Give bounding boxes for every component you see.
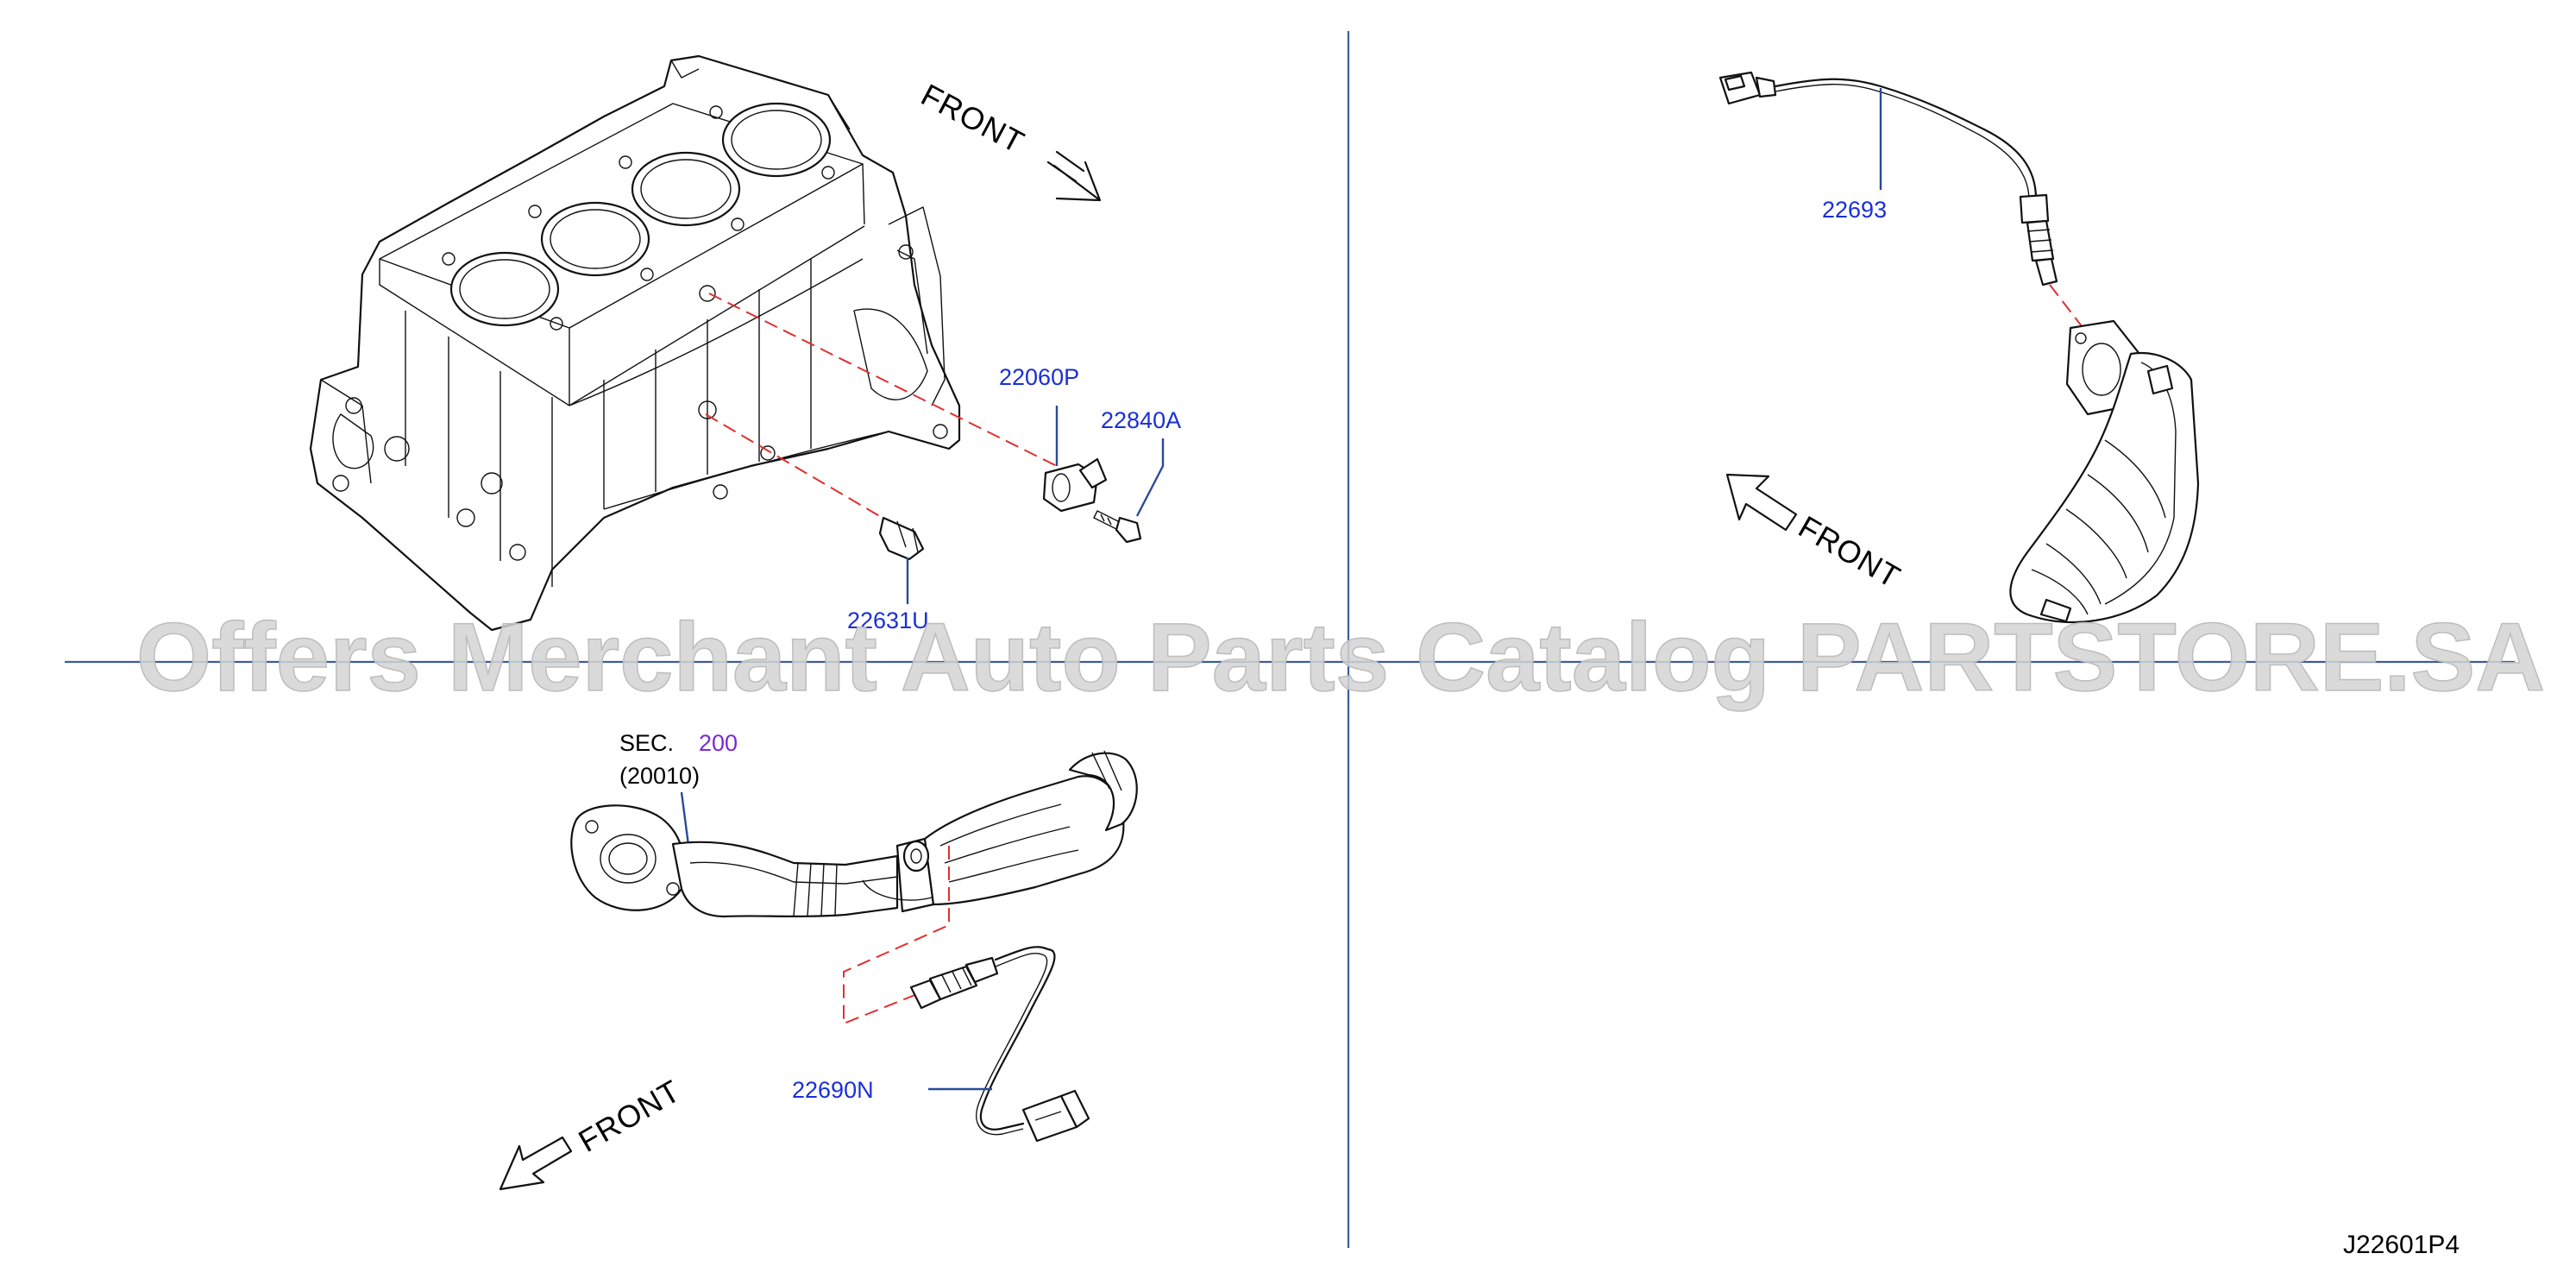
- front-arrow-icon: [1046, 150, 1102, 202]
- section-number-200[interactable]: 200: [699, 730, 738, 756]
- front-arrow-icon: [1725, 473, 1798, 532]
- front-exhaust-tube-catalyst: [570, 750, 1138, 918]
- front-label: FRONT: [1793, 508, 1907, 595]
- part-number-22840A[interactable]: 22840A: [1101, 407, 1181, 433]
- diagram-code: J22601P4: [2343, 1231, 2460, 1259]
- front-arrow-icon: [499, 1136, 573, 1191]
- section-dividers: [65, 31, 2515, 1248]
- knock-sensor: [708, 293, 1108, 513]
- front-label: FRONT: [915, 77, 1030, 161]
- engine-block-illustration: [309, 54, 961, 632]
- knock-sensor-bolt: [1093, 438, 1165, 544]
- part-number-22060P[interactable]: 22060P: [999, 364, 1079, 390]
- coolant-temperature-sensor: [705, 413, 925, 604]
- section-code: (20010): [619, 763, 700, 789]
- section-reference: SEC. 200 (20010): [619, 730, 738, 872]
- front-direction-indicator-top: FRONT: [915, 77, 1102, 202]
- part-number-22631U[interactable]: 22631U: [847, 608, 929, 633]
- air-fuel-ratio-sensor-upper: [1718, 71, 2097, 346]
- front-direction-indicator-right: FRONT: [1725, 473, 1907, 595]
- watermark-text: Offers Merchant Auto Parts Catalog PARTS…: [136, 603, 2545, 711]
- part-number-22693[interactable]: 22693: [1822, 197, 1887, 223]
- exhaust-manifold-catalyst: [2009, 319, 2200, 623]
- section-label: SEC.: [619, 730, 674, 756]
- part-number-22690N[interactable]: 22690N: [792, 1077, 874, 1103]
- front-direction-indicator-bottom: FRONT: [499, 1073, 687, 1191]
- front-label: FRONT: [573, 1073, 687, 1159]
- air-fuel-ratio-sensor-lower: [843, 846, 1090, 1143]
